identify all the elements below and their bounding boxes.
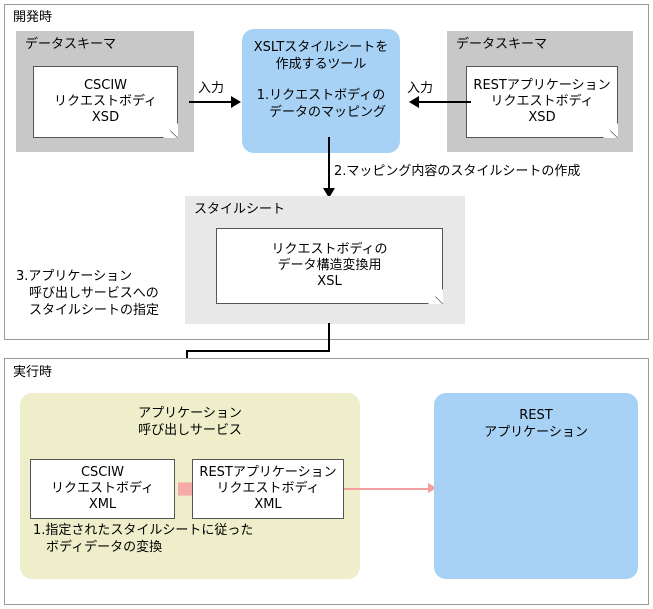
csciw-request-body-xml-text: CSCIW リクエストボディ XML xyxy=(50,465,155,512)
xslt-stylesheet-tool-box: XSLTスタイルシートを 作成するツール 1.リクエストボディの データのマッピ… xyxy=(242,29,400,153)
left-data-schema-label: データスキーマ xyxy=(25,37,117,52)
xslt-tool-title: XSLTスタイルシートを 作成するツール xyxy=(253,40,389,72)
csciw-request-body-xsd-text: CSCIW リクエストボディ XSD xyxy=(53,78,158,125)
input-label-left: 入力 xyxy=(198,81,225,96)
step3-connector-segment-left xyxy=(186,350,330,352)
stylesheet-group-label: スタイルシート xyxy=(194,202,286,217)
csciw-request-body-xsd-document: CSCIW リクエストボディ XSD xyxy=(33,66,178,138)
page-fold-icon xyxy=(163,123,178,138)
runtime-step-1-label: 1.指定されたスタイルシートに従った ボディデータの変換 xyxy=(33,523,254,555)
csciw-request-body-xml-box: CSCIW リクエストボディ XML xyxy=(30,459,175,519)
rest-request-body-xml-box: RESTアプリケーション リクエストボディ XML xyxy=(192,459,344,519)
step3-connector-segment-down-1 xyxy=(328,323,330,351)
step3-label: 3.アプリケーション 呼び出しサービスへの スタイルシートの指定 xyxy=(16,269,160,318)
input-arrow-right-head xyxy=(409,96,419,108)
rest-request-body-xsd-text: RESTアプリケーション リクエストボディ XSD xyxy=(473,78,611,125)
xslt-tool-step-1: 1.リクエストボディの データのマッピング xyxy=(256,88,386,120)
rest-call-connector xyxy=(344,488,430,490)
right-data-schema-label: データスキーマ xyxy=(456,37,548,52)
rest-application-title: REST アプリケーション xyxy=(484,408,588,440)
application-invocation-service-title: アプリケーション 呼び出しサービス xyxy=(138,406,242,438)
input-connector-right xyxy=(419,101,471,103)
request-body-xsl-document: リクエストボディの データ構造変換用 XSL xyxy=(216,228,443,304)
input-label-right: 入力 xyxy=(407,81,434,96)
rest-call-arrow-head xyxy=(428,483,437,493)
request-body-xsl-text: リクエストボディの データ構造変換用 XSL xyxy=(271,242,388,289)
runtime-phase-title: 実行時 xyxy=(13,365,53,380)
input-connector-left xyxy=(189,101,233,103)
step2-arrow-head xyxy=(323,188,335,198)
input-arrow-left-head xyxy=(231,96,241,108)
step2-label: 2.マッピング内容のスタイルシートの作成 xyxy=(334,164,581,179)
page-fold-icon xyxy=(428,289,443,304)
rest-request-body-xml-text: RESTアプリケーション リクエストボディ XML xyxy=(199,465,337,512)
rest-application-box: REST アプリケーション xyxy=(434,393,638,579)
rest-request-body-xsd-document: RESTアプリケーション リクエストボディ XSD xyxy=(466,66,618,138)
step2-connector xyxy=(328,137,330,190)
development-phase-title: 開発時 xyxy=(13,10,53,25)
